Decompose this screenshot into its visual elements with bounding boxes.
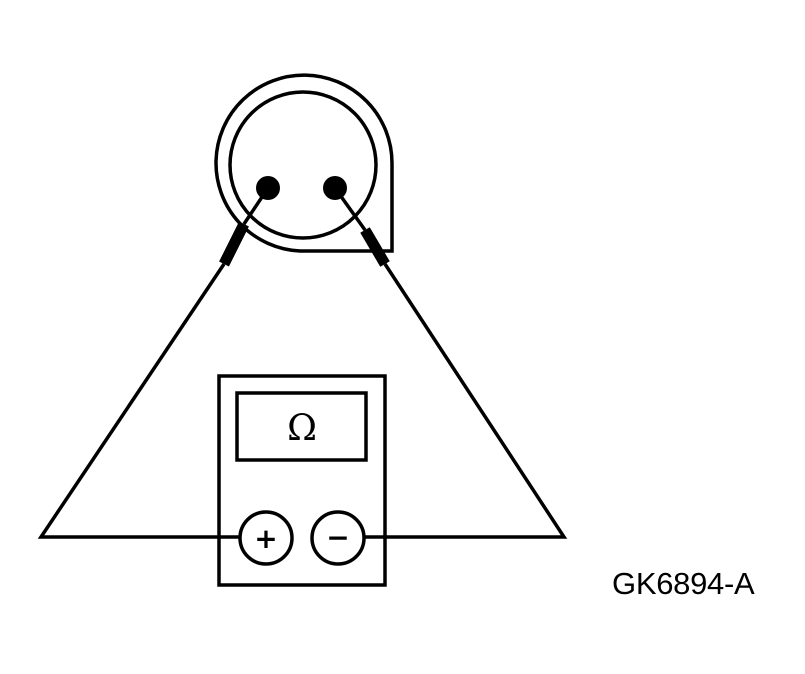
test-lead-left (37, 263, 240, 539)
probe-right-handle (360, 227, 390, 267)
ohmmeter: Ω + − (217, 374, 387, 587)
ohmmeter-display (235, 391, 368, 462)
probe-left-handle (219, 221, 249, 267)
negative-terminal-symbol: − (326, 521, 349, 554)
ohmmeter-body (217, 374, 387, 587)
positive-terminal (238, 510, 294, 566)
ohm-symbol: Ω (287, 408, 317, 449)
positive-terminal-symbol: + (254, 522, 277, 555)
figure-reference-code: GK6894-A (612, 566, 755, 601)
negative-terminal (310, 510, 366, 566)
probe-right (333, 186, 390, 267)
probe-left (219, 187, 270, 267)
connector-inner-ring (228, 90, 378, 240)
test-lead-right (364, 263, 568, 539)
